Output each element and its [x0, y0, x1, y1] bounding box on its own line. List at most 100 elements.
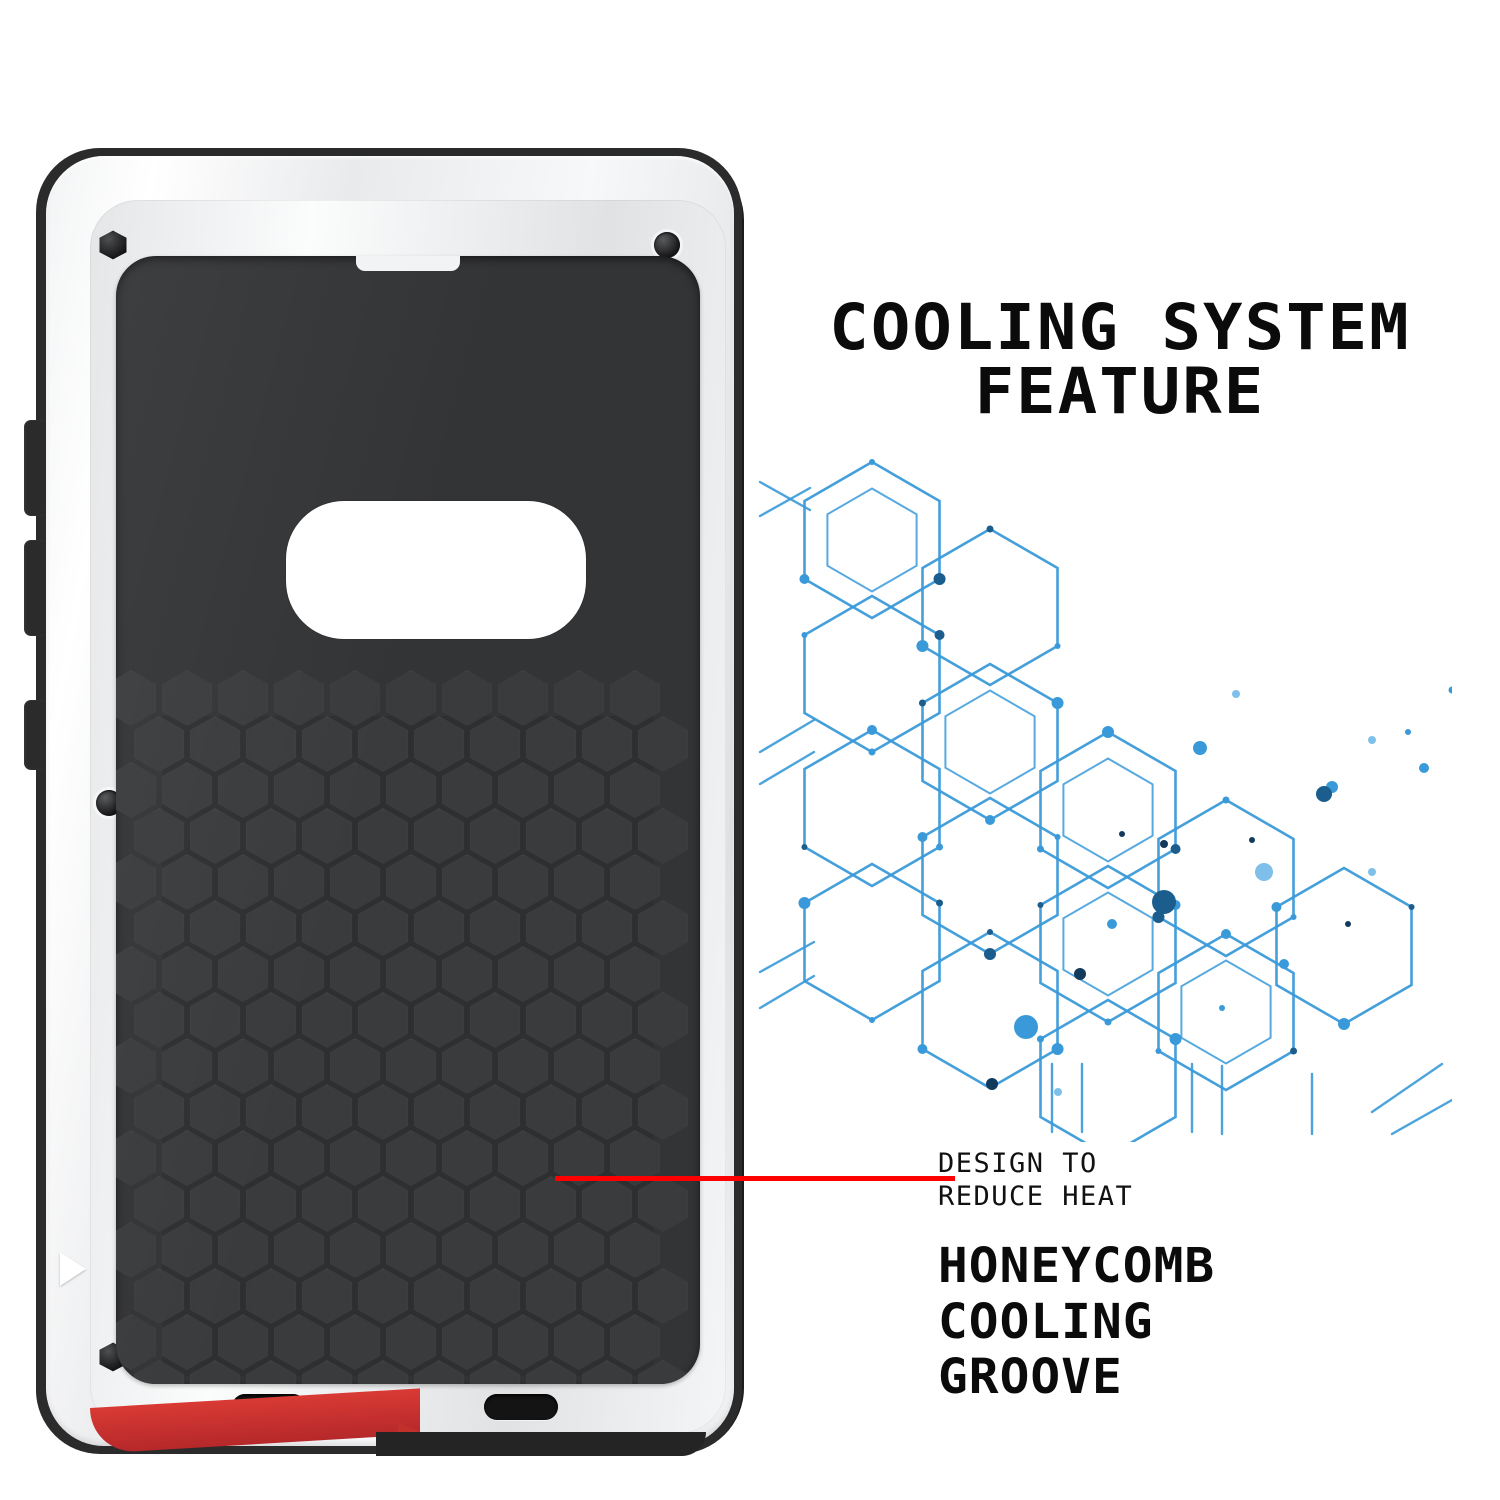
heat-particle — [1054, 1088, 1062, 1096]
network-node — [917, 832, 928, 842]
honeycomb-cell — [274, 1314, 324, 1370]
honeycomb-cell — [498, 1222, 548, 1278]
heat-particle — [1368, 868, 1376, 876]
network-link — [1390, 1098, 1452, 1136]
hexagon-outline — [1039, 730, 1177, 890]
honeycomb-cell — [190, 1176, 240, 1232]
network-node — [1036, 1035, 1044, 1043]
network-link — [758, 486, 812, 518]
honeycomb-cell — [358, 1268, 408, 1324]
network-node — [1104, 1018, 1112, 1026]
honeycomb-cell — [386, 1222, 436, 1278]
honeycomb-cell — [498, 1038, 548, 1094]
honeycomb-cell — [610, 1222, 660, 1278]
network-node — [798, 897, 811, 909]
heat-particle — [1219, 1005, 1225, 1011]
heat-particle — [1152, 890, 1176, 914]
honeycomb-cell — [442, 1130, 492, 1186]
honeycomb-cell — [134, 1084, 184, 1140]
callout-main-line-3: GROOVE — [938, 1349, 1123, 1406]
honeycomb-cell — [386, 1130, 436, 1186]
network-node — [936, 843, 944, 851]
honeycomb-cell — [526, 1084, 576, 1140]
power-button — [24, 700, 46, 770]
network-node — [867, 725, 877, 735]
honeycomb-cell — [414, 1176, 464, 1232]
network-node — [916, 640, 929, 652]
honeycomb-cell — [162, 1314, 212, 1370]
callout-main-line-2: COOLING — [938, 1293, 1154, 1350]
honeycomb-cell — [442, 1038, 492, 1094]
network-node — [1036, 845, 1044, 853]
honeycomb-cell — [218, 1130, 268, 1186]
hexagon-network-graphic — [752, 452, 1452, 1142]
honeycomb-cell — [190, 1084, 240, 1140]
honeycomb-cell — [162, 1222, 212, 1278]
heat-particle — [1316, 786, 1332, 802]
honeycomb-cell — [274, 1038, 324, 1094]
honeycomb-cell — [554, 1038, 604, 1094]
network-node — [799, 574, 810, 584]
hexagon-outline — [1062, 757, 1154, 863]
hexagon-outline — [1275, 866, 1413, 1026]
honeycomb-cell — [218, 1222, 268, 1278]
network-node — [1222, 796, 1230, 804]
honeycomb-cooling-groove — [116, 670, 688, 1384]
honeycomb-cell — [386, 1038, 436, 1094]
honeycomb-cell — [554, 1314, 604, 1370]
heat-particle — [1345, 921, 1351, 927]
honeycomb-cell — [638, 1084, 688, 1140]
case-back-panel — [116, 256, 700, 1384]
heat-particle — [1074, 968, 1086, 980]
network-node — [1221, 929, 1231, 939]
network-node — [1338, 1018, 1350, 1030]
honeycomb-cell — [442, 1222, 492, 1278]
title-line-1: COOLING SYSTEM — [829, 291, 1411, 364]
honeycomb-cell — [134, 1268, 184, 1324]
honeycomb-cell — [330, 1222, 380, 1278]
heat-particle — [1107, 919, 1117, 929]
heat-particle — [1232, 690, 1240, 698]
honeycomb-cell — [330, 1314, 380, 1370]
honeycomb-cell — [162, 1130, 212, 1186]
callout-block: DESIGN TO REDUCE HEAT HONEYCOMB COOLING … — [938, 1148, 1478, 1405]
heat-particle — [1405, 729, 1411, 735]
network-node — [1051, 1043, 1064, 1055]
network-node — [1037, 902, 1044, 908]
honeycomb-cell — [470, 1176, 520, 1232]
honeycomb-cell — [246, 1268, 296, 1324]
phone-case-illustration — [24, 140, 758, 1470]
honeycomb-cell — [554, 1222, 604, 1278]
honeycomb-cell — [414, 1084, 464, 1140]
honeycomb-cell — [610, 1038, 660, 1094]
screw-top-right — [654, 232, 680, 258]
hexagon-outline — [921, 527, 1059, 687]
honeycomb-cell — [470, 1268, 520, 1324]
network-node — [1290, 1047, 1298, 1055]
honeycomb-cell — [610, 1314, 660, 1370]
honeycomb-cell — [246, 1176, 296, 1232]
honeycomb-cell — [638, 1176, 688, 1232]
honeycomb-cell — [442, 1314, 492, 1370]
network-node — [1051, 697, 1064, 709]
hexagon-outline — [1157, 798, 1295, 958]
heat-particle — [1279, 959, 1289, 969]
honeycomb-cell — [218, 1038, 268, 1094]
bottom-dark-lip — [376, 1432, 706, 1456]
honeycomb-cell — [526, 1268, 576, 1324]
callout-pointer-line — [555, 1176, 955, 1181]
page-title: COOLING SYSTEM FEATURE — [745, 295, 1495, 425]
network-node — [1102, 726, 1114, 738]
heat-particle — [1160, 840, 1168, 848]
camera-cutout — [286, 501, 586, 639]
honeycomb-cell — [414, 1268, 464, 1324]
heat-particle — [1419, 763, 1429, 773]
honeycomb-cell — [330, 1038, 380, 1094]
case-metal-frame — [46, 156, 734, 1456]
callout-main-line-1: HONEYCOMB — [938, 1237, 1216, 1294]
network-node — [985, 815, 995, 825]
honeycomb-cell — [526, 1176, 576, 1232]
network-node — [869, 459, 875, 465]
honeycomb-cell — [582, 1176, 632, 1232]
